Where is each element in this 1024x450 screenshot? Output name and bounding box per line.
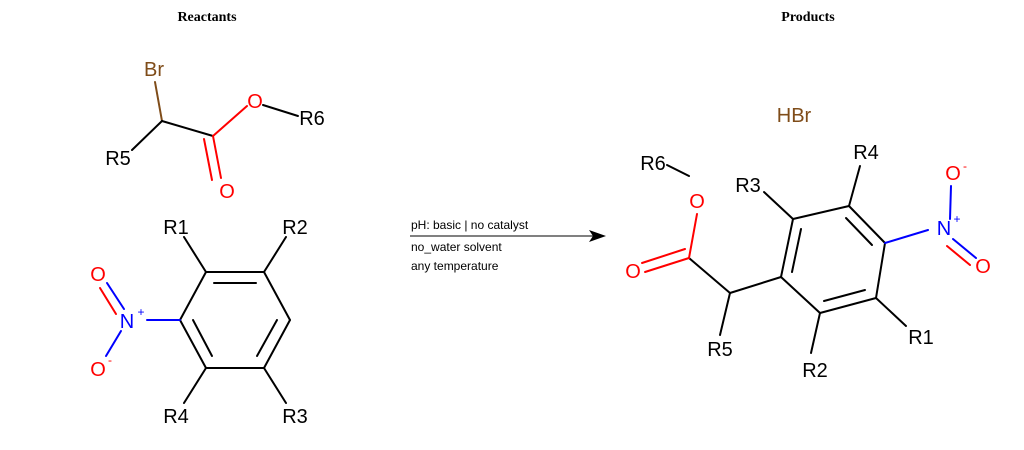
bond-r1 bbox=[183, 236, 207, 273]
ring-bond bbox=[179, 271, 207, 321]
reaction-arrow-group: pH: basic | no catalyst no_water solvent… bbox=[410, 218, 606, 273]
ring-bond bbox=[875, 242, 886, 299]
atom-o-carbonyl: O bbox=[625, 261, 641, 283]
label-r5: R5 bbox=[707, 339, 733, 361]
product-hbr: HBr bbox=[777, 105, 812, 127]
bond-c-ocarbonyl-1 bbox=[644, 257, 690, 273]
ring-double-bond bbox=[845, 217, 873, 246]
ring-bond bbox=[792, 205, 850, 220]
ring-bond bbox=[780, 276, 821, 314]
atom-o-top: O bbox=[90, 264, 106, 286]
bond-r3 bbox=[263, 367, 287, 404]
bond-n-o-double-1 bbox=[952, 238, 977, 259]
bond-c-n bbox=[884, 229, 929, 244]
bond-c-ocarbonyl-2 bbox=[641, 248, 686, 264]
label-r5: R5 bbox=[105, 148, 131, 170]
ring-bond bbox=[848, 205, 886, 244]
bond-r4 bbox=[848, 165, 861, 207]
ring-bond bbox=[819, 297, 877, 314]
atom-n: N bbox=[120, 311, 134, 333]
atom-o-ester: O bbox=[689, 191, 705, 213]
reactants-header: Reactants bbox=[177, 10, 237, 25]
bond-n-o-double-2 bbox=[946, 245, 971, 266]
ring-bond bbox=[263, 319, 291, 369]
ring-double-bond bbox=[823, 289, 866, 302]
label-r3: R3 bbox=[282, 406, 308, 428]
o-charge: - bbox=[108, 353, 112, 367]
condition-temperature: any temperature bbox=[411, 259, 499, 273]
bond-c-oester bbox=[688, 213, 698, 259]
label-r6: R6 bbox=[640, 153, 666, 175]
bond-n-o-single bbox=[949, 185, 952, 220]
ring-double-bond bbox=[256, 319, 278, 357]
bond-n-o-double-1 bbox=[106, 282, 125, 310]
label-r1: R1 bbox=[908, 327, 934, 349]
bond-ch-r5 bbox=[719, 292, 731, 336]
bond-c-ccarbonyl bbox=[161, 120, 214, 137]
bond-ch-ccarbonyl bbox=[688, 257, 731, 294]
bond-r2 bbox=[810, 312, 821, 354]
label-r4: R4 bbox=[163, 406, 189, 428]
atom-o-ester: O bbox=[247, 91, 263, 113]
reactant-nitroarene: N + O O - R1 R2 R3 R4 bbox=[90, 217, 308, 428]
bond-oester-r6 bbox=[262, 104, 299, 117]
bond-n-o-single bbox=[105, 330, 122, 357]
atom-o-bottom: O bbox=[90, 359, 106, 381]
bond-r1 bbox=[875, 297, 907, 327]
ring-bond bbox=[780, 218, 794, 278]
label-r2: R2 bbox=[282, 217, 308, 239]
products-header: Products bbox=[781, 10, 835, 25]
ring-double-bond bbox=[791, 228, 802, 273]
label-r2: R2 bbox=[802, 360, 828, 382]
reactant-bromoester: Br O O R5 R6 bbox=[105, 59, 325, 203]
bond-c-ocarbonyl-1 bbox=[212, 135, 222, 179]
bond-c-oester bbox=[212, 105, 248, 137]
condition-solvent: no_water solvent bbox=[411, 240, 502, 254]
label-r1: R1 bbox=[163, 217, 189, 239]
n-charge: + bbox=[137, 305, 144, 319]
bond-r3 bbox=[763, 191, 794, 220]
ring-bond bbox=[263, 271, 291, 321]
bond-oester-r6 bbox=[666, 164, 690, 177]
ring-double-bond bbox=[192, 319, 213, 357]
ring-bond bbox=[179, 319, 207, 369]
bond-r2 bbox=[263, 236, 287, 273]
atom-o-carbonyl: O bbox=[219, 181, 235, 203]
bond-br-c bbox=[154, 81, 163, 122]
label-r4: R4 bbox=[853, 142, 879, 164]
n-charge: + bbox=[953, 212, 960, 226]
bond-c-ocarbonyl-2 bbox=[203, 138, 213, 181]
bond-r4 bbox=[183, 367, 207, 404]
atom-br: Br bbox=[144, 59, 164, 81]
atom-n: N bbox=[937, 218, 951, 240]
label-r6: R6 bbox=[299, 108, 325, 130]
atom-o-top: O bbox=[945, 163, 961, 185]
atom-o-right: O bbox=[975, 256, 991, 278]
o-charge: - bbox=[963, 159, 967, 173]
bond-ring-ch bbox=[729, 276, 782, 294]
arrow-head-icon bbox=[589, 230, 606, 242]
bond-c-r5 bbox=[131, 120, 163, 151]
bond-n-o-double-2 bbox=[99, 287, 117, 315]
condition-ph: pH: basic | no catalyst bbox=[411, 218, 529, 232]
label-r3: R3 bbox=[735, 175, 761, 197]
product-arylester: N + O - O O O R6 R3 R4 R5 R2 R1 bbox=[625, 142, 991, 382]
